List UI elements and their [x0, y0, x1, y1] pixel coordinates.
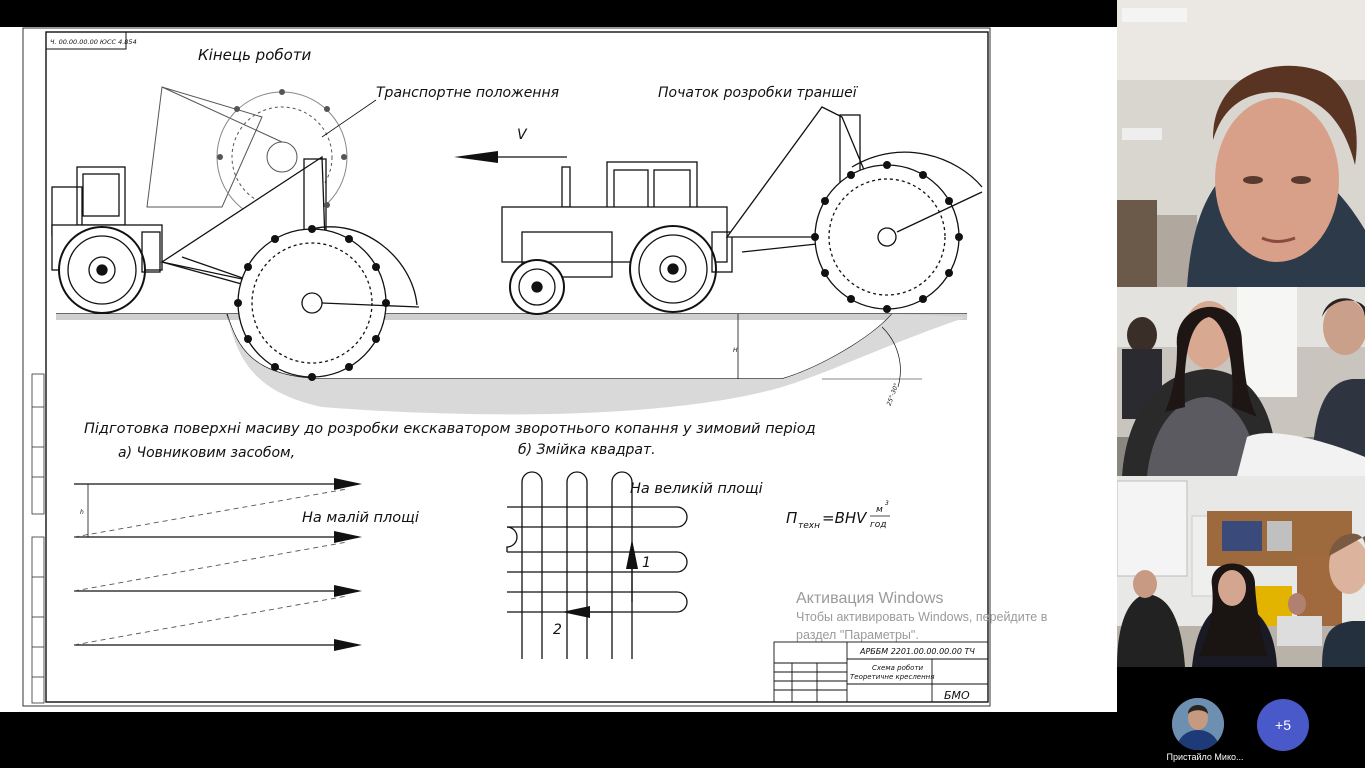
speaker-video — [1117, 0, 1365, 287]
video-tile-classroom-2[interactable] — [1117, 476, 1365, 667]
bottom-bar — [0, 712, 1365, 768]
left-margin-stamps — [31, 373, 45, 704]
formula-rhs: =BHV — [822, 509, 868, 527]
formula-unit-exp: 3 — [885, 500, 889, 507]
transport-teeth — [217, 89, 347, 208]
arrow-1 — [626, 539, 638, 569]
stamp-code: Ч. 00.00.00.00 ЮСС 4.854 — [50, 38, 137, 46]
productivity-formula: П техн =BHV м 3 год — [786, 500, 890, 531]
trencher-left-teeth — [234, 225, 390, 381]
trencher-left-wheel — [160, 155, 420, 378]
formula-unit-top: м — [876, 505, 883, 515]
h-small-label: h — [80, 509, 84, 516]
formula-subscript: техн — [798, 521, 820, 531]
label-small-area: На малій площі — [302, 510, 419, 526]
formula-unit-bottom: год — [870, 520, 886, 530]
participant-avatar-image — [1172, 698, 1224, 750]
velocity-arrow: V — [454, 127, 567, 163]
title-block — [773, 641, 989, 703]
video-tile-classroom-1[interactable] — [1117, 287, 1365, 476]
top-bar — [0, 0, 1117, 27]
label-trench-start: Початок розробки траншеї — [658, 85, 859, 101]
caption-b: б) Змійка квадрат. — [518, 442, 656, 458]
video-tile-speaker[interactable] — [1117, 0, 1365, 287]
caption-a: а) Човниковим засобом, — [118, 445, 295, 461]
arrow-num-1: 1 — [642, 555, 651, 571]
label-transport-position: Транспортне положення — [376, 85, 559, 101]
tractor-left — [51, 166, 163, 314]
label-large-area: На великій площі — [630, 481, 763, 497]
label-end-of-work: Кінець роботи — [198, 46, 312, 64]
classroom-video-1 — [1117, 287, 1365, 476]
velocity-label: V — [517, 127, 528, 143]
arrow-num-2: 2 — [553, 622, 562, 638]
title-org: БМО — [944, 689, 970, 702]
arrow-2 — [562, 606, 590, 618]
participant-name: Пристайло Мико... — [1166, 752, 1244, 762]
engineering-drawing: Ч. 00.00.00.00 ЮСС 4.854 H 25°-30° — [22, 27, 991, 707]
trencher-right-teeth — [811, 161, 963, 313]
tractor-right — [501, 161, 733, 315]
trencher-right-wheel — [725, 106, 983, 310]
caption-main: Підготовка поверхні масиву до розробки е… — [84, 421, 816, 437]
more-participants-button[interactable]: +5 — [1257, 699, 1309, 751]
classroom-video-2 — [1117, 476, 1365, 667]
shuttle-method-diagram: h На малій площі — [73, 478, 419, 651]
formula-p: П — [786, 509, 797, 527]
title-name-1: Схема роботи — [872, 664, 924, 672]
title-code: АРББМ 2201.00.00.00.00 ТЧ — [859, 647, 975, 656]
title-name-2: Теоретичне креслення — [850, 673, 934, 681]
depth-label: H — [733, 347, 738, 354]
participant-avatar[interactable] — [1172, 698, 1224, 750]
